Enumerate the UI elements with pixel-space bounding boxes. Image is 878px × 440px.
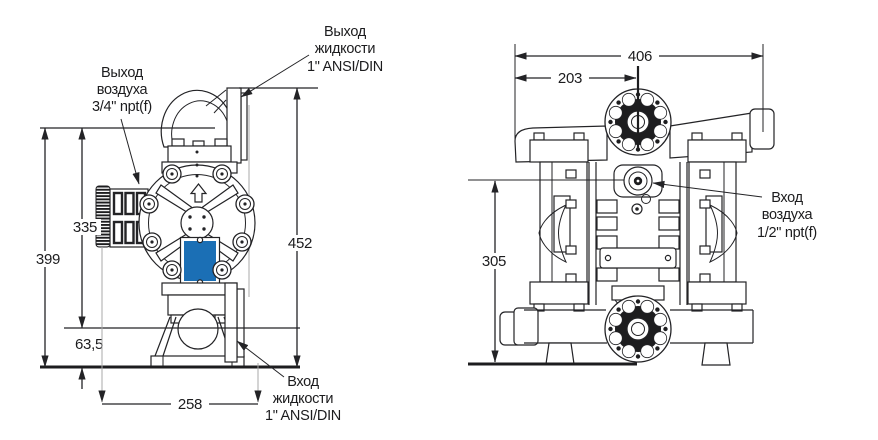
bottom-section bbox=[499, 307, 754, 366]
dimension-203: 203 bbox=[514, 70, 637, 87]
dimension-335-value: 335 bbox=[73, 219, 97, 236]
label-fluid-outlet-line-2: жидкости bbox=[315, 41, 376, 57]
dimension-258: 258 bbox=[98, 247, 262, 413]
dimension-258-value: 258 bbox=[178, 396, 202, 413]
dimension-305: 305 bbox=[477, 180, 512, 363]
right-foot bbox=[701, 342, 731, 366]
front-labels: Выход воздуха 3/4" npt(f) Выход жидкости… bbox=[92, 24, 383, 424]
dimension-63-5-value: 63,5 bbox=[75, 336, 103, 353]
front-view: 399 335 63,5 452 258 bbox=[33, 24, 383, 424]
label-fluid-outlet-line-1: Выход bbox=[324, 24, 367, 40]
dimension-399: 399 bbox=[33, 127, 64, 368]
center-section bbox=[588, 162, 688, 323]
inlet-port bbox=[177, 308, 219, 350]
label-air-inlet: Вход воздуха 1/2" npt(f) bbox=[652, 180, 817, 241]
air-valve bbox=[623, 166, 653, 215]
label-fluid-inlet-line-3: 1" ANSI/DIN bbox=[265, 408, 341, 424]
inlet-flange-plate bbox=[224, 282, 238, 363]
pump-body bbox=[138, 150, 256, 301]
label-air-exhaust-line-2: воздуха bbox=[97, 82, 149, 98]
dimension-63-5: 63,5 bbox=[75, 336, 103, 389]
label-air-exhaust: Выход воздуха 3/4" npt(f) bbox=[92, 65, 152, 185]
side-dimensions: 406 203 305 bbox=[468, 44, 764, 366]
inlet-flange-back bbox=[236, 288, 245, 358]
label-air-exhaust-line-3: 3/4" npt(f) bbox=[92, 99, 152, 115]
label-air-exhaust-line-1: Выход bbox=[101, 65, 144, 81]
label-fluid-outlet-line-3: 1" ANSI/DIN bbox=[307, 59, 383, 75]
left-foot bbox=[545, 342, 575, 365]
front-dimensions: 399 335 63,5 452 258 bbox=[33, 87, 318, 413]
dimension-406: 406 bbox=[514, 48, 764, 65]
dimension-452-value: 452 bbox=[288, 235, 312, 252]
muffler bbox=[95, 185, 155, 248]
dimension-203-value: 203 bbox=[558, 70, 582, 87]
label-fluid-inlet: Вход жидкости 1" ANSI/DIN bbox=[236, 340, 341, 424]
dimension-406-value: 406 bbox=[628, 48, 652, 65]
label-air-inlet-line-1: Вход bbox=[771, 190, 803, 206]
label-fluid-inlet-line-1: Вход bbox=[287, 374, 319, 390]
front-pump-art bbox=[95, 87, 256, 368]
side-view: 406 203 305 Вход воздуха 1/2" npt(f) bbox=[468, 44, 817, 366]
side-pump-art bbox=[499, 66, 775, 366]
label-air-inlet-line-2: воздуха bbox=[762, 207, 814, 223]
nameplate bbox=[179, 236, 221, 286]
right-column bbox=[687, 132, 747, 312]
discharge-dome bbox=[160, 89, 229, 148]
nameplate-blue bbox=[184, 241, 216, 281]
dimension-452: 452 bbox=[284, 87, 315, 368]
muffler-cap bbox=[95, 185, 111, 248]
label-fluid-inlet-line-2: жидкости bbox=[273, 391, 334, 407]
left-column bbox=[529, 132, 589, 312]
bottom-flange bbox=[604, 295, 672, 363]
dimension-399-value: 399 bbox=[36, 251, 60, 268]
label-fluid-outlet: Выход жидкости 1" ANSI/DIN bbox=[240, 24, 383, 98]
outlet-flange-back bbox=[240, 92, 248, 161]
label-air-inlet-line-3: 1/2" npt(f) bbox=[757, 225, 817, 241]
dimension-335: 335 bbox=[70, 127, 101, 329]
flow-arrow-icon bbox=[189, 183, 208, 203]
dimension-305-value: 305 bbox=[482, 253, 506, 270]
pipe-end-cap bbox=[749, 108, 775, 150]
center-hub bbox=[180, 206, 214, 240]
